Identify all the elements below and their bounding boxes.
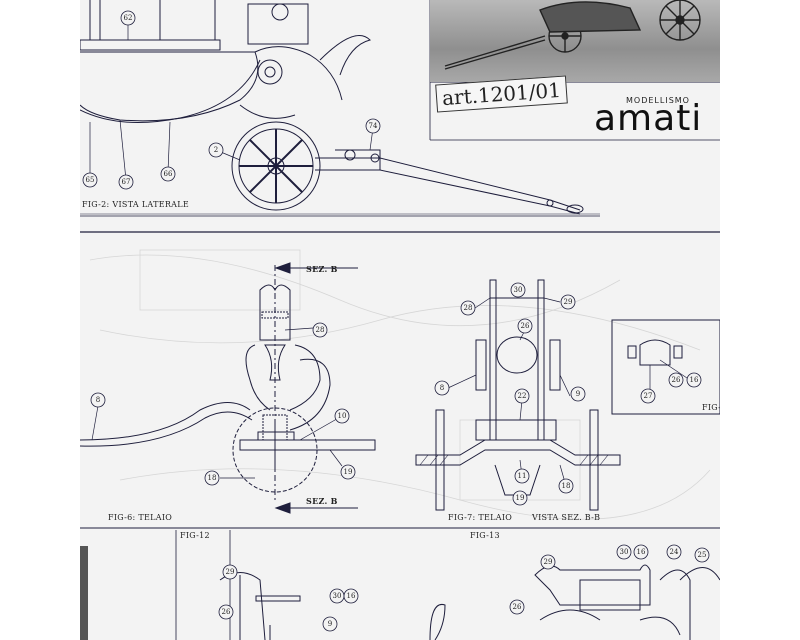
callout-25: 25	[698, 551, 707, 559]
callout-22: 22	[518, 392, 527, 400]
callout-16: 16	[637, 548, 646, 556]
model-photo	[430, 0, 720, 82]
fig6-caption: FIG-6: TELAIO	[108, 513, 172, 522]
fig12-caption: FIG-12	[180, 531, 210, 540]
callout-30: 30	[333, 592, 342, 600]
fig2-carriage-drawing	[80, 0, 600, 215]
callout-27: 27	[644, 392, 653, 400]
brand-name-text: amati	[594, 98, 703, 139]
section-label-bottom: SEZ. B	[306, 496, 338, 506]
brand-small-text: MODELLISMO	[626, 96, 690, 105]
callout-24: 24	[670, 548, 679, 556]
callout-29: 29	[544, 558, 553, 566]
callout-16: 16	[347, 592, 356, 600]
callout-29: 29	[226, 568, 235, 576]
callout-29: 29	[564, 298, 573, 306]
callout-2: 2	[214, 146, 218, 154]
callout-9: 9	[576, 390, 580, 398]
callout-66: 66	[164, 170, 173, 178]
callout-26: 26	[222, 608, 231, 616]
callout-10: 10	[338, 412, 347, 420]
left-photo-strip	[80, 546, 88, 640]
fig7-subcaption: VISTA SEZ. B-B	[531, 513, 600, 522]
fig7-caption: FIG-7: TELAIO	[448, 513, 512, 522]
callout-18: 18	[208, 474, 217, 482]
blueprint-sheet: 62 2 74 65 67 66 28 8 10 18 19 28 30 29 …	[80, 0, 720, 640]
callout-16: 16	[690, 376, 699, 384]
fig13-caption: FIG-13	[470, 531, 500, 540]
fig13-drawing	[534, 564, 720, 640]
callout-8: 8	[96, 396, 100, 404]
callout-62: 62	[124, 14, 133, 22]
callout-9: 9	[328, 620, 332, 628]
blueprint-drawing: 62 2 74 65 67 66 28 8 10 18 19 28 30 29 …	[80, 0, 720, 640]
callout-11: 11	[518, 472, 527, 480]
fig12-drawing	[219, 572, 446, 640]
callout-67: 67	[122, 178, 131, 186]
callout-19: 19	[516, 494, 525, 502]
callout-26: 26	[672, 376, 681, 384]
callout-18: 18	[562, 482, 571, 490]
callout-8: 8	[440, 384, 444, 392]
brand-logo: MODELLISMO amati	[592, 92, 720, 139]
section-label-top: SEZ. B	[306, 264, 338, 274]
fig2-caption: FIG-2: VISTA LATERALE	[82, 200, 189, 209]
callout-26: 26	[513, 603, 522, 611]
fig-cut-caption: FIG-	[702, 403, 720, 412]
callout-30: 30	[620, 548, 629, 556]
callout-30: 30	[514, 286, 523, 294]
callout-26: 26	[521, 322, 530, 330]
callout-28: 28	[316, 326, 325, 334]
callout-74: 74	[369, 122, 378, 130]
callout-65: 65	[86, 176, 95, 184]
callout-19: 19	[344, 468, 353, 476]
callout-28: 28	[464, 304, 473, 312]
fig6-frame-drawing	[80, 262, 376, 514]
